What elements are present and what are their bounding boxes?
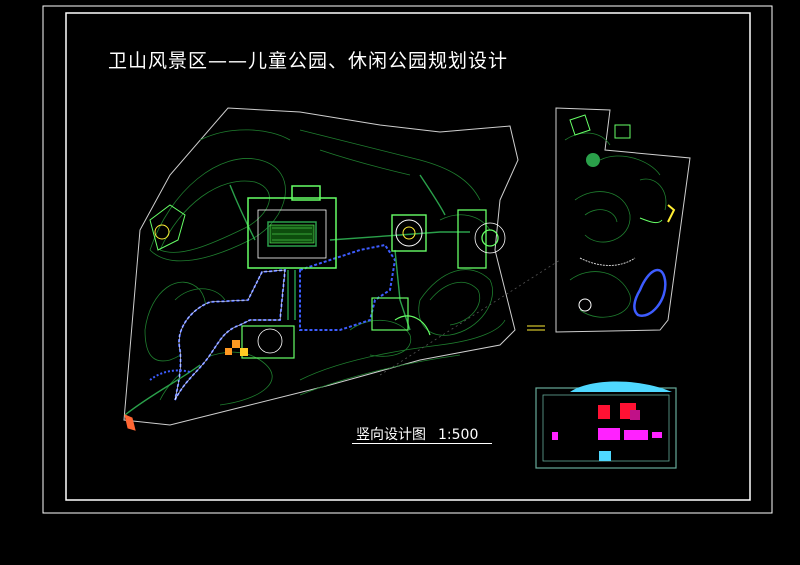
circular-plaza	[391, 214, 427, 252]
lake-shore-outline	[174, 269, 286, 401]
outer-frame	[42, 5, 773, 514]
leisure-features	[569, 114, 676, 317]
leader-line	[379, 259, 561, 376]
main-path-network	[124, 174, 470, 416]
stream	[149, 369, 191, 381]
south-structures	[241, 297, 431, 359]
plan-caption: 竖向设计图 1:500	[356, 424, 478, 444]
east-plaza	[457, 209, 506, 269]
central-building-complex	[247, 185, 337, 269]
leisure-contour-lines	[564, 132, 667, 318]
west-pavilion	[149, 204, 186, 251]
title-block	[535, 381, 677, 469]
playground-blocks	[225, 340, 248, 356]
drawing-title: 卫山风景区——儿童公园、休闲公园规划设计	[108, 50, 509, 72]
plan-name: 竖向设计图	[356, 427, 426, 443]
entrance-marker	[124, 414, 136, 431]
lake-edge	[174, 243, 397, 401]
caption-underline	[352, 443, 492, 444]
plan-scale: 1:500	[438, 427, 479, 443]
central-building-hatch	[269, 224, 315, 244]
inner-frame	[65, 12, 751, 501]
leisure-park-boundary	[555, 107, 691, 333]
